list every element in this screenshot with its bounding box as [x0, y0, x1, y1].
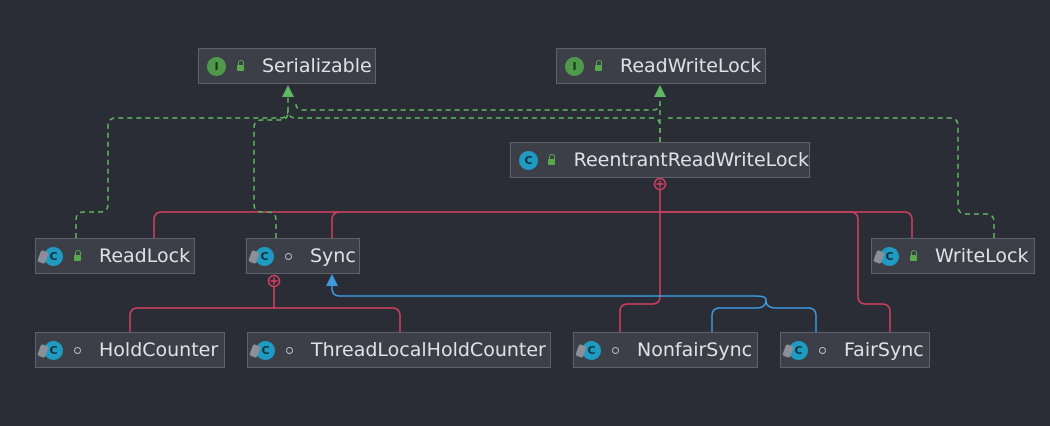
edge-writelock-implements-serializable — [668, 117, 995, 238]
node-serializable[interactable]: I Serializable — [198, 48, 376, 84]
public-lock-icon — [590, 60, 606, 71]
node-nonfairsync[interactable]: C NonfairSync — [573, 332, 758, 368]
implements-arrowhead-readwritelock — [654, 85, 666, 97]
node-sync[interactable]: C Sync — [246, 238, 360, 274]
node-holdcounter[interactable]: C HoldCounter — [35, 332, 225, 368]
extends-arrowhead-sync — [326, 274, 338, 286]
node-label: Serializable — [262, 55, 372, 77]
edge-readlock-to-reentrantreadwritelock — [153, 190, 661, 238]
node-writelock[interactable]: C WriteLock — [871, 238, 1035, 274]
package-private-icon — [69, 346, 85, 354]
inner-class-icon: C — [880, 246, 899, 266]
public-lock-icon — [905, 250, 921, 261]
edge-serializable-bridge — [295, 103, 661, 111]
edge-holdcounter-to-sync — [129, 287, 275, 332]
public-lock-icon — [232, 60, 248, 71]
abstract-inner-class-icon: C — [255, 246, 274, 266]
inner-class-icon: C — [44, 246, 63, 266]
node-readlock[interactable]: C ReadLock — [35, 238, 195, 274]
package-private-icon — [814, 346, 830, 354]
package-private-icon — [607, 346, 623, 354]
public-lock-icon — [69, 250, 85, 261]
node-label: ReadWriteLock — [620, 55, 762, 77]
interface-icon: I — [565, 56, 584, 76]
node-label: ReentrantReadWriteLock — [573, 149, 809, 171]
node-label: HoldCounter — [99, 339, 219, 361]
inner-class-icon: C — [44, 340, 63, 360]
node-readwritelock[interactable]: I ReadWriteLock — [556, 48, 766, 84]
node-label: FairSync — [844, 339, 924, 361]
node-label: ThreadLocalHoldCounter — [311, 339, 546, 361]
inner-class-icon: C — [789, 340, 808, 360]
edge-writelock-to-reentrantreadwritelock — [660, 211, 913, 238]
node-label: NonfairSync — [637, 339, 753, 361]
node-reentrantreadwritelock[interactable]: C ReentrantReadWriteLock — [510, 142, 810, 178]
inner-class-icon: C — [582, 340, 601, 360]
edge-sync-to-reentrantreadwritelock — [331, 211, 341, 238]
inner-class-marker-reentrantreadwritelock — [653, 177, 667, 191]
extends-edges — [326, 274, 817, 332]
edge-nonfairsync-extends-sync — [331, 282, 767, 332]
inner-class-icon: C — [256, 340, 275, 360]
edge-threadlocalholdcounter-to-sync — [274, 307, 401, 332]
edge-fairsync-to-reentrantreadwritelock — [660, 211, 891, 332]
inner-class-edges — [129, 177, 913, 332]
node-label: WriteLock — [935, 245, 1029, 267]
class-icon: C — [519, 150, 538, 170]
edge-reentrantreadwritelock-implements-serializable — [287, 94, 661, 142]
public-lock-icon — [544, 154, 560, 165]
implements-arrowhead-serializable — [282, 85, 294, 97]
implements-edges — [75, 85, 995, 238]
node-threadlocalholdcounter[interactable]: C ThreadLocalHoldCounter — [247, 332, 551, 368]
edge-readlock-implements-serializable — [75, 109, 289, 238]
node-fairsync[interactable]: C FairSync — [780, 332, 930, 368]
edge-fairsync-extends-sync — [765, 299, 817, 332]
edge-nonfairsync-to-reentrantreadwritelock — [619, 212, 661, 332]
inner-class-marker-sync — [267, 274, 281, 288]
node-label: ReadLock — [99, 245, 191, 267]
package-private-icon — [281, 346, 297, 354]
node-label: Sync — [310, 245, 356, 267]
package-private-icon — [280, 252, 296, 260]
interface-icon: I — [207, 56, 226, 76]
edge-sync-implements-serializable — [253, 111, 289, 238]
